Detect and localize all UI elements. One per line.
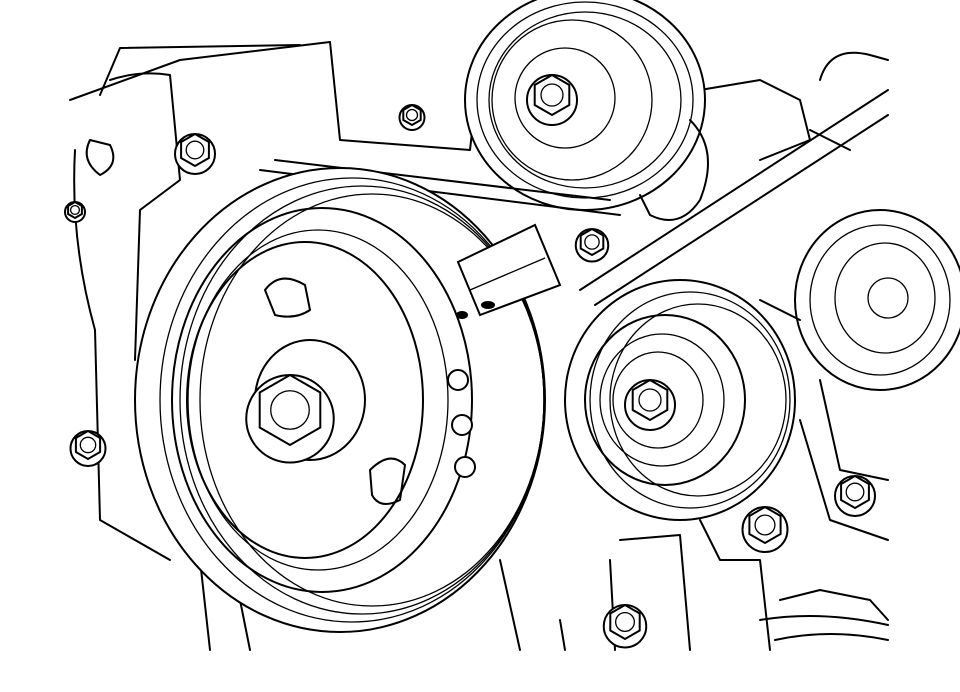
- engine-block-outline: [69, 41, 889, 651]
- bolt-icon: [574, 227, 610, 263]
- crankshaft-pulley: [134, 167, 546, 633]
- bolt-icon: [526, 73, 578, 126]
- bolt-icon: [741, 505, 789, 553]
- drive-belt: [259, 89, 889, 421]
- idler-pulley: [564, 279, 796, 521]
- bolt-icon: [624, 378, 676, 431]
- pulley-hole: [454, 456, 476, 478]
- timing-mark: [456, 223, 562, 319]
- bolt-icon: [64, 200, 86, 223]
- bolts: [64, 73, 876, 649]
- right-pulley: [794, 209, 960, 391]
- pulley-hole: [451, 414, 473, 436]
- bolt-icon: [69, 429, 107, 467]
- bolt-icon: [602, 603, 648, 649]
- bolt-icon: [834, 474, 876, 517]
- pulley-hole: [447, 369, 469, 391]
- bolt-icon: [174, 132, 216, 175]
- bolt-icon: [398, 103, 426, 131]
- upper-pulley: [464, 0, 709, 221]
- bolt-icon: [245, 373, 335, 464]
